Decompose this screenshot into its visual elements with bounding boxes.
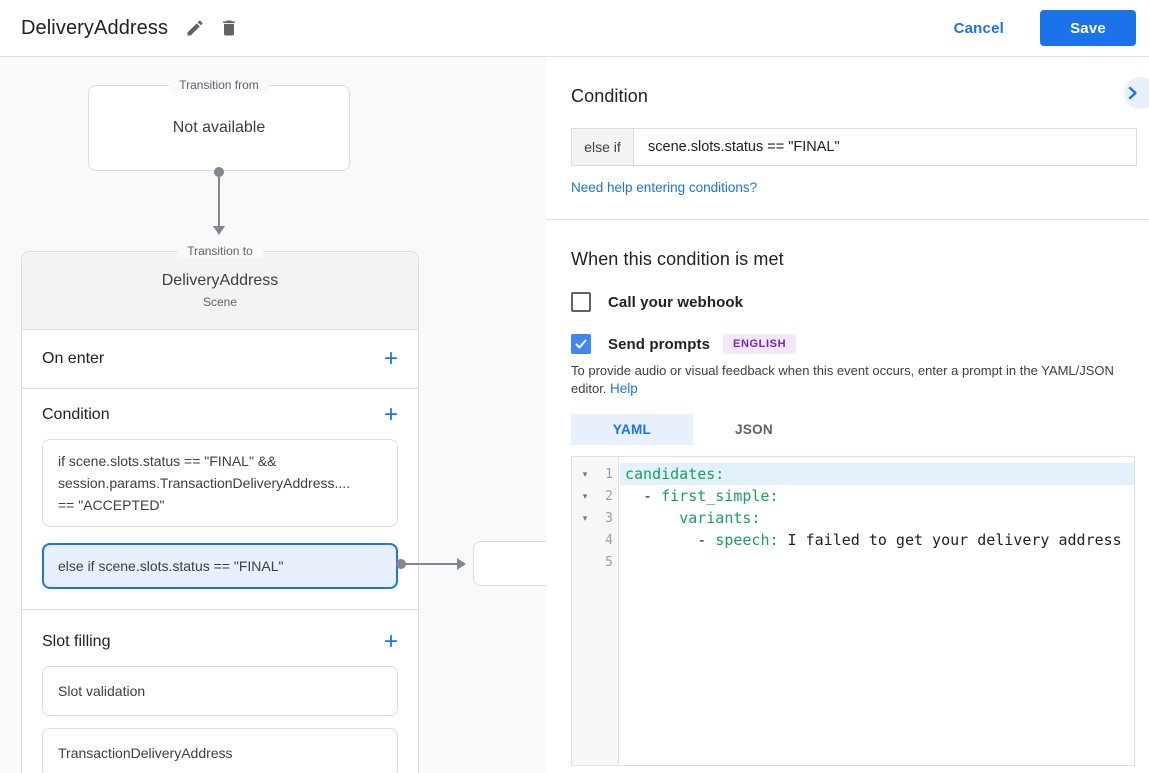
scene-card: Transition to DeliveryAddress Scene On e…	[21, 244, 419, 773]
arrow-down-icon	[213, 226, 225, 235]
fold-arrow-icon[interactable]: ▾	[582, 512, 588, 523]
condition-section-label: Condition	[42, 406, 110, 423]
scene-card-header[interactable]: DeliveryAddress Scene	[22, 252, 418, 330]
on-enter-section[interactable]: On enter +	[22, 330, 418, 389]
help-link[interactable]: Help	[610, 381, 638, 396]
condition-met-title: When this condition is met	[571, 249, 784, 269]
slot-item-label: TransactionDeliveryAddress	[58, 745, 233, 761]
condition-block: Condition else if Need help entering con…	[546, 57, 1149, 219]
condition-item-line: session.params.TransactionDeliveryAddres…	[58, 475, 351, 491]
transition-to-label: Transition to	[177, 244, 263, 259]
code-text: - first_simple:	[625, 487, 779, 505]
condition-help-link[interactable]: Need help entering conditions?	[571, 180, 758, 195]
trash-icon	[219, 18, 239, 38]
check-icon	[574, 337, 588, 351]
webhook-label: Call your webhook	[608, 293, 744, 311]
code-line[interactable]: 5	[572, 551, 1134, 573]
editor-tabs: YAML JSON	[571, 414, 1137, 445]
condition-met-block: When this condition is met Call your web…	[546, 220, 1149, 766]
code-lines: ▾ 1 candidates: ▾ 2 - first_simple: ▾ 3 varian…	[572, 457, 1134, 573]
main-area: Transition from Not available Transition…	[0, 57, 1149, 773]
pencil-icon	[185, 18, 205, 38]
yaml-editor[interactable]: ▾ 1 candidates: ▾ 2 - first_simple: ▾ 3 varian…	[571, 456, 1135, 766]
condition-item-line: == "ACCEPTED"	[58, 497, 165, 513]
line-number: 2	[605, 488, 613, 504]
cancel-button[interactable]: Cancel	[932, 12, 1026, 45]
arrow-right-icon	[457, 558, 466, 570]
condition-editor-panel: Condition else if Need help entering con…	[546, 57, 1149, 773]
on-enter-label: On enter	[42, 350, 105, 367]
connector-dot	[396, 559, 406, 569]
add-slot-icon[interactable]: +	[383, 628, 398, 655]
scene-type-label: Scene	[202, 295, 238, 309]
condition-item[interactable]: if scene.slots.status == "FINAL" && sess…	[42, 439, 398, 527]
connector-dot	[214, 167, 224, 177]
slot-filling-section: Slot filling + Slot validation Transacti…	[22, 610, 418, 773]
webhook-row: Call your webhook	[571, 292, 1137, 312]
slot-item[interactable]: TransactionDeliveryAddress	[42, 728, 398, 773]
condition-value-input[interactable]	[634, 129, 1136, 165]
collapse-panel-button[interactable]	[1124, 77, 1149, 109]
fold-arrow-icon[interactable]: ▾	[582, 468, 588, 479]
panel-title: Condition	[571, 86, 648, 106]
prompts-helper-text: To provide audio or visual feedback when…	[571, 362, 1137, 398]
condition-prefix: else if	[572, 129, 634, 165]
code-text: - speech: I failed to get your delivery …	[625, 531, 1122, 549]
scene-diagram-canvas[interactable]: Transition from Not available Transition…	[0, 57, 546, 773]
slot-item[interactable]: Slot validation	[42, 666, 398, 716]
panel-divider	[546, 219, 1149, 220]
topbar-actions: Cancel Save	[932, 10, 1136, 46]
chevron-right-icon	[1126, 86, 1140, 100]
editor-gutter	[572, 457, 619, 765]
line-number: 5	[605, 554, 613, 570]
save-button[interactable]: Save	[1040, 10, 1136, 46]
condition-item-line: if scene.slots.status == "FINAL" &&	[58, 453, 277, 469]
line-number: 1	[605, 466, 613, 482]
transition-from-label: Transition from	[169, 78, 269, 93]
condition-section: Condition + if scene.slots.status == "FI…	[22, 389, 418, 610]
top-bar: DeliveryAddress Cancel Save	[0, 0, 1149, 57]
code-text: variants:	[679, 509, 761, 527]
line-number: 4	[605, 532, 613, 548]
add-condition-icon[interactable]: +	[383, 401, 398, 428]
code-text: candidates:	[620, 463, 1134, 485]
connector-line	[218, 175, 220, 227]
slot-item-label: Slot validation	[58, 683, 146, 699]
transition-target-box[interactable]	[473, 541, 546, 586]
language-badge: ENGLISH	[723, 334, 797, 354]
edit-title-button[interactable]	[178, 11, 212, 45]
send-prompts-label: Send prompts	[608, 335, 711, 353]
slot-filling-label: Slot filling	[42, 633, 111, 650]
code-line[interactable]: ▾ 3 variants:	[572, 507, 1134, 529]
condition-input-row: else if	[571, 128, 1137, 166]
connector-line	[405, 563, 458, 565]
helper-text: To provide audio or visual feedback when…	[571, 363, 1114, 396]
code-text	[620, 551, 1134, 573]
condition-item-selected[interactable]: else if scene.slots.status == "FINAL"	[42, 543, 398, 589]
tab-yaml[interactable]: YAML	[571, 414, 693, 445]
tab-json[interactable]: JSON	[735, 422, 773, 437]
condition-item-line: else if scene.slots.status == "FINAL"	[58, 558, 284, 574]
transition-from-box[interactable]: Transition from Not available	[88, 78, 350, 171]
send-prompts-row: Send prompts ENGLISH	[571, 334, 1137, 354]
webhook-checkbox[interactable]	[571, 292, 591, 312]
page-title: DeliveryAddress	[21, 16, 169, 39]
transition-from-content: Not available	[172, 119, 266, 136]
delete-scene-button[interactable]	[212, 11, 246, 45]
add-on-enter-icon[interactable]: +	[383, 345, 398, 372]
scene-name: DeliveryAddress	[161, 272, 279, 289]
code-line[interactable]: 4 - speech: I failed to get your deliver…	[572, 529, 1134, 551]
send-prompts-checkbox[interactable]	[571, 334, 591, 354]
fold-arrow-icon[interactable]: ▾	[582, 490, 588, 501]
code-line[interactable]: ▾ 1 candidates:	[572, 463, 1134, 485]
line-number: 3	[605, 510, 613, 526]
code-line[interactable]: ▾ 2 - first_simple:	[572, 485, 1134, 507]
